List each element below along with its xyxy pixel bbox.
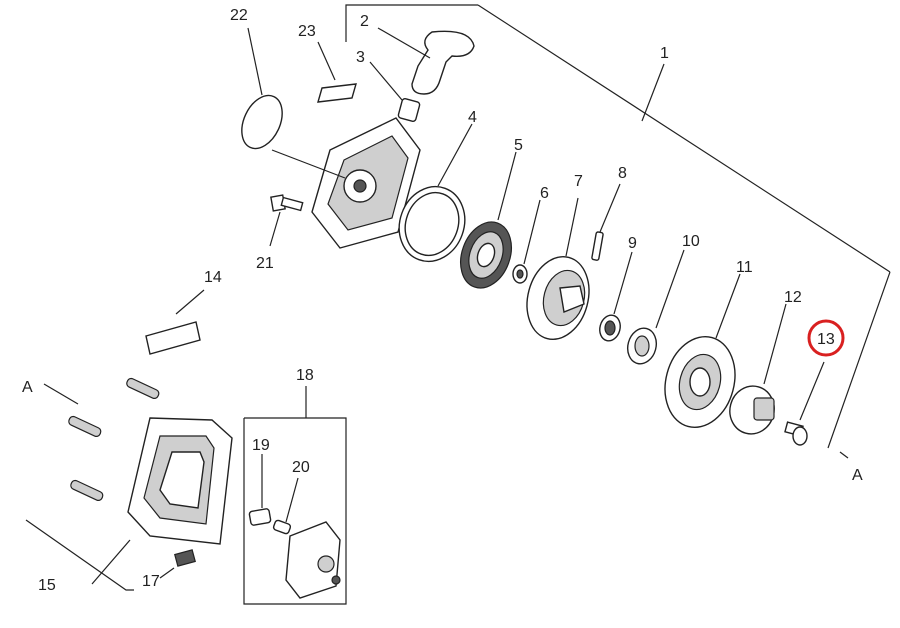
label-1: 1: [660, 45, 669, 62]
label-23: 23: [298, 23, 316, 40]
part-19-screw: [248, 454, 272, 526]
part-9-spring: [599, 251, 633, 342]
pins-group: [43, 377, 160, 502]
label-4: 4: [468, 109, 477, 126]
part-21-bolt: [269, 194, 304, 247]
label-3: 3: [356, 49, 365, 66]
starter-case: [271, 117, 421, 249]
part-23-label: [317, 41, 357, 103]
label-2: 2: [360, 13, 369, 30]
label-10: 10: [682, 233, 700, 250]
part-20-spring: [272, 477, 299, 535]
part-7-rope-reel: [526, 197, 590, 341]
part-4-ring-gasket: [398, 123, 473, 263]
label-22: 22: [230, 7, 248, 24]
part-11-pulley: [664, 273, 741, 428]
label-15: 15: [38, 577, 56, 594]
part-12-hub: [729, 303, 787, 435]
part-18-kit-box: [243, 386, 347, 605]
part-8-rope: [591, 183, 621, 261]
label-19: 19: [252, 437, 270, 454]
part-3-bushing: [369, 61, 421, 123]
label-8: 8: [618, 165, 627, 182]
label-6: 6: [540, 185, 549, 202]
part-5-recoil-spring: [460, 151, 517, 289]
part-14-label: [145, 289, 205, 355]
part-15-frame: [25, 417, 233, 591]
label-18: 18: [296, 367, 314, 384]
label-20: 20: [292, 459, 310, 476]
part-22-gasket: [241, 27, 283, 150]
label-17: 17: [142, 573, 160, 590]
part-6-washer: [512, 199, 541, 284]
part-10-ratchet: [626, 249, 685, 365]
part-labels: 22 23 2 3 1 4 5 6 7 8 9 10 11 12 13 21 1…: [22, 7, 863, 594]
label-12: 12: [784, 289, 802, 306]
label-11: 11: [736, 259, 753, 276]
part-17-block: [159, 549, 196, 579]
assembly-bracket-1: [345, 4, 891, 459]
part-18-ignition-module: [285, 521, 341, 599]
part-13-highlight-circle: [807, 319, 845, 357]
label-7: 7: [574, 173, 583, 190]
label-a-right: A: [852, 467, 863, 484]
label-21: 21: [256, 255, 274, 272]
label-14: 14: [204, 269, 222, 286]
label-9: 9: [628, 235, 637, 252]
label-13: 13: [817, 331, 835, 348]
label-5: 5: [514, 137, 523, 154]
part-13-bolt: [784, 361, 825, 446]
label-a-left: A: [22, 379, 33, 396]
part-2-starter-handle: [377, 27, 475, 95]
